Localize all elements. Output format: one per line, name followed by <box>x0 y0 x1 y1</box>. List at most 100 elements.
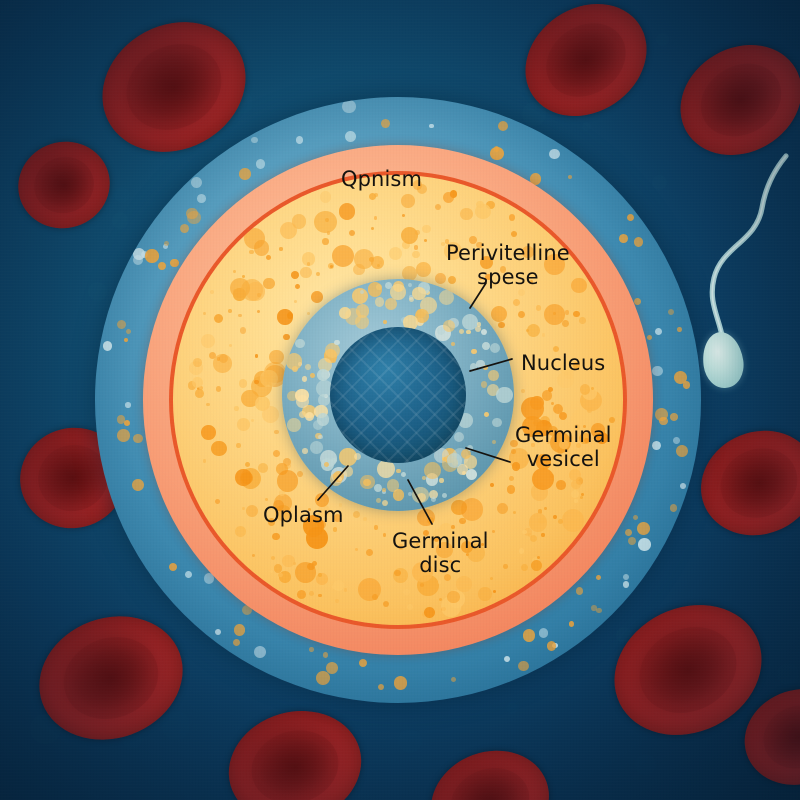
yolk-granule <box>280 221 298 239</box>
yolk-granule <box>518 311 526 319</box>
zona-granule <box>636 522 650 536</box>
germinal-vesicle-granule <box>305 363 311 370</box>
yolk-granule <box>297 589 302 595</box>
germinal-vesicle-granule <box>338 476 343 481</box>
germinal-vesicle-granule <box>304 411 314 421</box>
yolk-granule <box>266 254 272 260</box>
germinal-vesicle-granule <box>396 468 401 474</box>
yolk-granule <box>374 193 378 197</box>
zona-granule <box>308 647 314 652</box>
yolk-granule <box>568 469 581 482</box>
yolk-granule <box>213 353 232 373</box>
germinal-vesicle-granule <box>384 298 397 311</box>
germinal-vesicle-granule <box>376 497 382 504</box>
yolk-granule <box>441 606 447 612</box>
germinal-vesicle-granule <box>287 418 301 432</box>
zona-granule <box>428 123 434 129</box>
germinal-vesicle-granule <box>363 478 372 487</box>
zona-granule <box>546 641 556 651</box>
yolk-granule <box>492 590 496 594</box>
germinal-vesicle-granule <box>381 489 386 494</box>
zona-granule <box>344 130 356 142</box>
germinal-vesicle-granule <box>332 471 344 483</box>
yolk-granule <box>238 378 248 388</box>
germinal-vesicle-granule <box>425 473 439 486</box>
germinal-vesicle-granule <box>467 445 473 452</box>
yolk-granule <box>475 203 491 220</box>
zona-granule <box>627 214 635 222</box>
yolk-granule <box>426 517 434 525</box>
yolk-granule <box>370 227 375 231</box>
germinal-vesicle-granule <box>438 289 454 305</box>
yolk-granule <box>423 606 435 618</box>
yolk-granule <box>447 590 460 604</box>
germinal-vesicle-granule <box>302 448 308 454</box>
yolk-granule <box>269 569 274 574</box>
yolk-granule <box>503 564 508 569</box>
germinal-vesicle-granule <box>386 479 400 492</box>
yolk-granule <box>228 309 232 314</box>
yolk-granule <box>332 527 338 532</box>
yolk-granule <box>230 277 251 298</box>
yolk-granule <box>281 554 295 568</box>
germinal-vesicle-granule <box>408 282 413 288</box>
yolk-granule <box>319 191 331 203</box>
yolk-granule <box>379 260 383 264</box>
yolk-granule <box>237 313 242 318</box>
yolk-granule <box>279 247 283 251</box>
yolk-granule <box>530 483 549 501</box>
yolk-granule <box>579 495 583 499</box>
germinal-vesicle-granule <box>312 420 323 431</box>
germinal-vesicle-granule <box>400 471 406 477</box>
germinal-vesicle-granule <box>480 381 488 388</box>
zona-granule <box>322 652 329 658</box>
yolk-granule <box>233 289 238 294</box>
zona-granule <box>652 365 663 377</box>
zona-granule <box>163 240 170 247</box>
yolk-granule <box>208 351 216 359</box>
germinal-vesicle-granule <box>331 467 347 483</box>
yolk-granule <box>531 560 543 572</box>
germinal-vesicle-granule <box>382 319 388 325</box>
germinal-vesicle-granule <box>465 469 478 481</box>
yolk-granule <box>536 555 541 560</box>
zona-granule <box>497 120 509 132</box>
germinal-vesicle-granule <box>317 394 330 407</box>
yolk-granule <box>419 583 424 588</box>
yolk-granule <box>318 593 322 597</box>
yolk-granule <box>322 238 329 245</box>
zona-granule <box>132 248 145 260</box>
yolk-granule <box>520 563 528 571</box>
zona-granule <box>522 629 536 642</box>
yolk-granule <box>582 384 597 400</box>
germinal-vesicle-granule <box>496 386 513 404</box>
yolk-granule <box>552 404 563 415</box>
zona-granule <box>296 136 304 144</box>
yolk-granule <box>513 299 521 307</box>
yolk-granule <box>537 509 543 514</box>
yolk-granule <box>574 499 579 504</box>
yolk-granule <box>297 589 306 599</box>
zona-granule <box>518 661 529 672</box>
germinal-vesicle-granule <box>457 463 469 476</box>
yolk-granule <box>291 214 306 229</box>
yolk-granule <box>552 311 557 315</box>
zona-granule <box>255 159 266 169</box>
yolk-granule <box>331 245 355 268</box>
yolk-granule <box>528 512 548 532</box>
yolk-granule <box>187 381 197 390</box>
yolk-granule <box>532 556 540 564</box>
yolk-granule <box>570 490 579 499</box>
germinal-vesicle-granule <box>302 404 316 419</box>
zona-granule <box>655 327 663 335</box>
yolk-granule <box>241 390 259 408</box>
germinal-vesicle-granule <box>323 393 328 399</box>
germinal-vesicle-granule <box>295 338 305 349</box>
zona-granule <box>116 320 126 330</box>
yolk-granule <box>257 309 261 313</box>
yolk-granule <box>262 406 279 423</box>
yolk-granule <box>353 263 365 276</box>
yolk-granule <box>271 555 275 560</box>
yolk-granule <box>253 370 270 387</box>
yolk-granule <box>274 429 279 434</box>
